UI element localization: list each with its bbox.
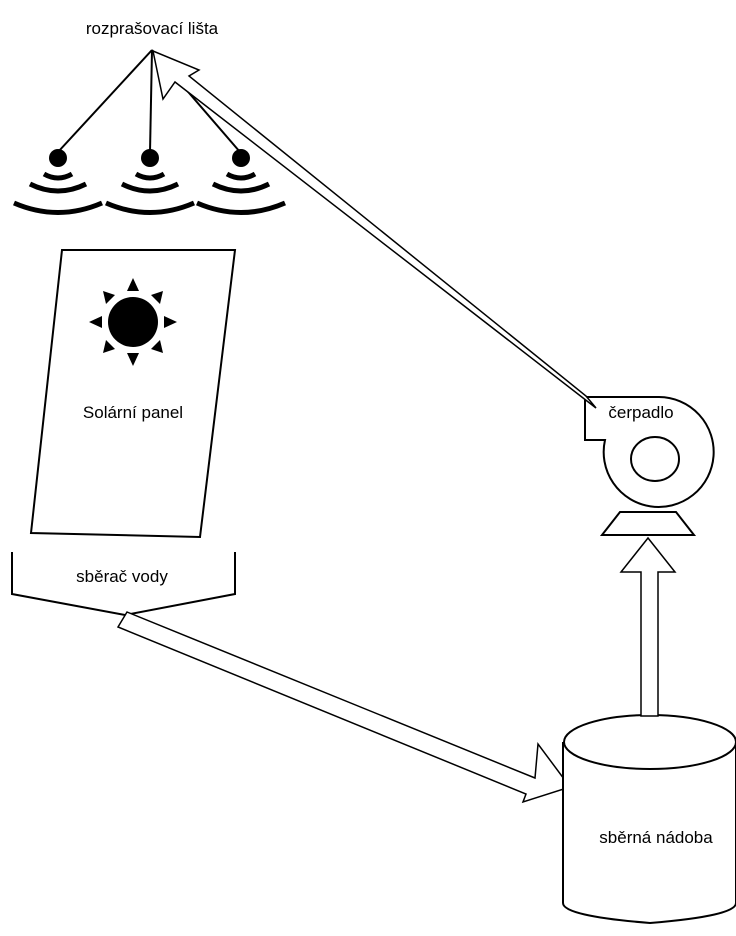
cylinder-tank-icon [562, 714, 736, 925]
arrow-tank-to-pump [619, 536, 677, 717]
spray-bar-label: rozprašovací lišta [86, 19, 219, 38]
solar-panel [29, 249, 237, 539]
solar-panel-label: Solární panel [83, 403, 183, 422]
sprinkler-icon [105, 149, 195, 215]
sprinkler-icon [196, 149, 286, 215]
pump-label: čerpadlo [608, 403, 673, 422]
sprinkler-icon [13, 149, 103, 215]
water-collector-label: sběrač vody [76, 567, 168, 586]
pump-icon [584, 396, 715, 536]
arrow-pump-to-spray-bar [151, 49, 597, 409]
sun-icon [89, 278, 177, 366]
arrow-collector-to-tank [116, 611, 572, 804]
collection-tank-label: sběrná nádoba [599, 828, 713, 847]
